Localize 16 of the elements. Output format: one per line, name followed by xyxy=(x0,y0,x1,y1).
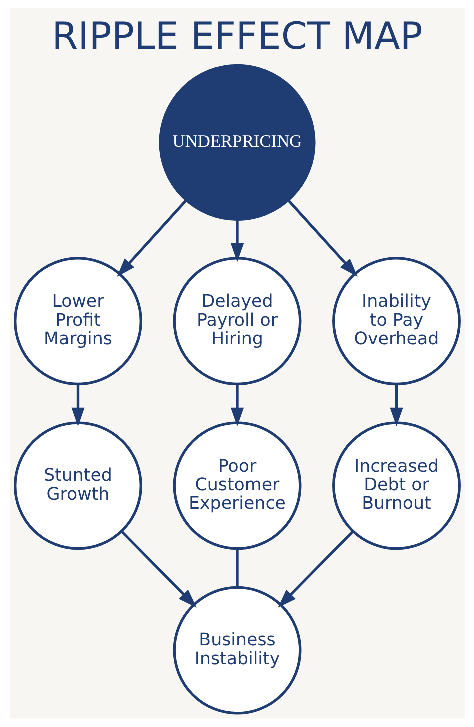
arrow xyxy=(116,200,187,278)
arrow xyxy=(120,530,196,608)
connector xyxy=(236,548,238,588)
node-circle: Delayed Payroll or Hiring xyxy=(172,257,302,386)
node-circle: Increased Debt or Burnout xyxy=(332,422,460,550)
arrow xyxy=(230,220,244,262)
arrow xyxy=(390,384,403,427)
node-circle: Poor Customer Experience xyxy=(172,422,302,550)
arrow xyxy=(287,200,358,278)
arrow xyxy=(278,530,354,608)
node-circle: Stunted Growth xyxy=(14,422,142,550)
node-circle: UNDERPRICING xyxy=(158,64,316,221)
arrow xyxy=(71,384,84,427)
node-circle: Business Instability xyxy=(172,586,302,715)
arrow xyxy=(230,384,244,427)
diagram-title: RIPPLE EFFECT MAP xyxy=(52,14,422,58)
